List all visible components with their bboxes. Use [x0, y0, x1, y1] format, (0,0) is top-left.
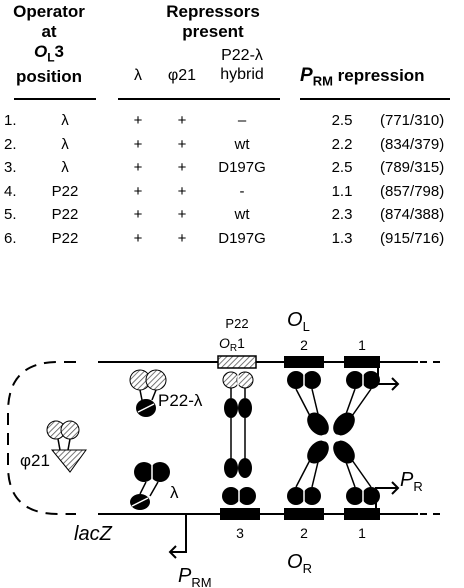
cell-op: λ — [61, 135, 69, 153]
cell-op: P22 — [51, 230, 79, 247]
bound-lambda-dimer-or1 — [346, 487, 380, 505]
cell-hybrid: D197G — [218, 230, 266, 247]
prm-promoter-arrowhead — [168, 545, 177, 559]
repressors-header-line1: Repressors — [166, 2, 260, 21]
p22-or1-label-line1: P22 — [225, 316, 248, 331]
cell-op: λ — [61, 159, 69, 177]
hybrid-header-line2: hybrid — [220, 66, 264, 83]
cell-n: 5. — [4, 206, 17, 224]
cell-value: 2.3 — [331, 206, 353, 224]
ol2-site-label: 2 — [300, 337, 308, 353]
operator-header-line1: Operator — [13, 2, 85, 21]
hybrid-column-header: P22-λ hybrid — [202, 46, 282, 84]
cell-lambda: + — [133, 182, 143, 200]
or3-site-label: 3 — [236, 525, 244, 541]
bound-lambda-dimer-or3 — [222, 458, 256, 505]
or2-operator-box — [284, 508, 324, 520]
or-operator-label: OR — [287, 551, 312, 576]
or1-operator-box — [344, 508, 380, 520]
cell-lambda: + — [133, 135, 143, 153]
hybrid-header-line1: P22-λ — [221, 47, 263, 64]
repressors-header-rule — [118, 98, 280, 100]
bound-lambda-dimer-ol2 — [287, 371, 321, 389]
cell-value: 2.5 — [331, 112, 353, 129]
cell-hybrid: D197G — [218, 159, 266, 177]
cell-ratio: (771/310) — [380, 112, 445, 129]
cell-n: 3. — [4, 159, 17, 177]
bound-lambda-dimer-or2 — [287, 487, 321, 505]
cell-hybrid: wt — [234, 135, 250, 153]
cell-phi21: + — [177, 135, 187, 153]
lacz-label: lacZ — [74, 523, 113, 545]
dna-loop-dashed-outline — [7, 361, 76, 515]
cell-lambda: + — [133, 206, 143, 224]
free-lambda-repressor — [130, 462, 170, 510]
cell-op: P22 — [51, 182, 79, 200]
repressors-header: Repressors present — [148, 2, 278, 42]
repression-column-header: PRM repression — [300, 65, 425, 89]
cell-n: 1. — [4, 112, 17, 129]
p22-or1-operator-box — [217, 355, 257, 369]
repressors-header-line2: present — [182, 22, 244, 41]
cell-lambda: + — [133, 230, 143, 247]
bound-lambda-dimer-ol1 — [346, 371, 380, 389]
cell-ratio: (857/798) — [380, 182, 445, 200]
p22-lambda-label: P22-λ — [158, 391, 203, 410]
ol1-operator-box — [344, 356, 380, 368]
cell-hybrid: wt — [234, 206, 250, 224]
bound-hybrid-dimer — [222, 371, 254, 418]
ol1-site-label: 1 — [358, 337, 366, 353]
p22-or1-label-line2: OR1 — [219, 335, 245, 354]
cell-ratio: (874/388) — [380, 206, 445, 224]
cell-phi21: + — [177, 159, 187, 177]
cell-n: 6. — [4, 230, 17, 247]
operator-header-line3: OL3 — [33, 42, 65, 65]
cell-op: λ — [61, 112, 69, 129]
pr-promoter-arrowhead — [391, 481, 400, 495]
ol2-operator-box — [284, 356, 324, 368]
pl-promoter-arrowhead — [391, 377, 400, 391]
operator-header-line2: at — [41, 22, 57, 41]
prm-promoter-arrow — [170, 514, 187, 553]
or3-operator-box — [220, 508, 260, 520]
operator-header-line4: position — [15, 67, 83, 87]
pr-promoter-arrow — [375, 487, 398, 514]
cell-ratio: (789/315) — [380, 159, 445, 177]
cell-value: 2.5 — [331, 159, 353, 177]
cell-lambda: + — [133, 159, 143, 177]
cell-ratio: (834/379) — [380, 135, 445, 153]
cell-value: 2.2 — [331, 135, 353, 153]
lambda-label: λ — [170, 483, 179, 502]
repression-header-rule — [300, 98, 450, 100]
cell-hybrid: – — [237, 112, 247, 129]
cell-phi21: + — [177, 230, 187, 247]
phi21-column-header: φ21 — [167, 67, 197, 84]
pr-promoter-label: PR — [400, 469, 423, 494]
repressor-octamer-cluster — [295, 388, 372, 488]
cell-n: 2. — [4, 135, 17, 153]
cell-value: 1.1 — [331, 182, 353, 200]
operator-header-rule — [14, 98, 96, 100]
prm-promoter-label: PRM — [178, 565, 212, 588]
cell-hybrid: - — [239, 182, 245, 200]
or1-site-label: 1 — [358, 525, 366, 541]
phi21-label: φ21 — [20, 451, 50, 470]
cell-n: 4. — [4, 182, 17, 200]
cell-op: P22 — [51, 206, 79, 224]
cell-lambda: + — [133, 112, 143, 129]
repressor-loop-diagram: P22 OR1 OL 2 1 3 2 1 OR φ21 P22-λ λ lacZ… — [7, 309, 446, 588]
or2-site-label: 2 — [300, 525, 308, 541]
cell-ratio: (915/716) — [380, 230, 445, 247]
cell-phi21: + — [177, 182, 187, 200]
cell-phi21: + — [177, 206, 187, 224]
operator-header: Operator at OL3 position — [0, 2, 98, 87]
free-phi21-repressor — [46, 420, 87, 473]
cell-phi21: + — [177, 112, 187, 129]
cell-value: 1.3 — [331, 230, 353, 247]
ol-operator-label: OL — [287, 309, 310, 334]
free-p22-lambda-hybrid-repressor — [129, 369, 167, 417]
lambda-column-header: λ — [134, 67, 142, 84]
